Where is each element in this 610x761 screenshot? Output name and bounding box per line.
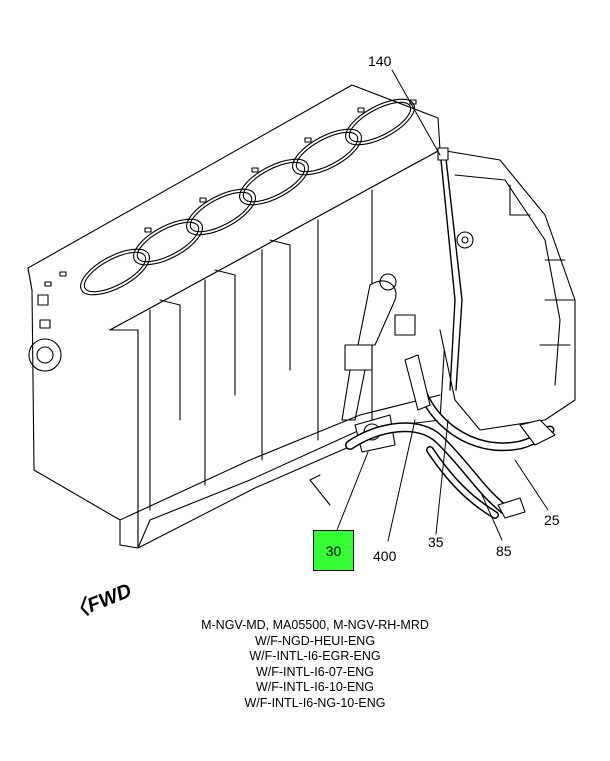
- note-line: W/F-INTL-I6-10-ENG: [255, 680, 375, 694]
- leader-lines: [336, 69, 549, 542]
- cylinder-bore-3: [186, 188, 256, 236]
- pan-rail: [119, 394, 441, 521]
- callout-30-highlight[interactable]: 30: [313, 530, 354, 571]
- note-line: W/F-INTL-I6-NG-10-ENG: [244, 695, 386, 710]
- callout-400: 400: [373, 548, 397, 564]
- breather-tube: [357, 280, 397, 346]
- cylinder-bore-5: [292, 128, 362, 176]
- callout-140: 140: [368, 53, 392, 69]
- callout-85: 85: [496, 543, 512, 559]
- note-line: W/F-INTL-I6-07-ENG: [255, 664, 375, 679]
- note-line: M-NGV-MD, MA05500, M-NGV-RH-MRD: [201, 618, 429, 632]
- cylinder-bore-2: [133, 218, 203, 266]
- callout-35: 35: [428, 534, 444, 550]
- cylinder-bore-1: [80, 248, 150, 296]
- note-line: W/F-NGD-HEUI-ENG: [254, 633, 376, 648]
- front-cover: [439, 149, 576, 431]
- callout-25: 25: [544, 512, 560, 528]
- callout-30: 30: [325, 542, 342, 559]
- wiring-harness: [345, 147, 556, 519]
- application-notes: M-NGV-MD, MA05500, M-NGV-RH-MRD W/F-NGD-…: [160, 618, 470, 711]
- left-end-port: [28, 338, 62, 372]
- cylinder-bore-4: [239, 158, 309, 206]
- deck-bolt-holes: [44, 99, 417, 287]
- note-line: W/F-INTL-I6-EGR-ENG: [249, 649, 381, 663]
